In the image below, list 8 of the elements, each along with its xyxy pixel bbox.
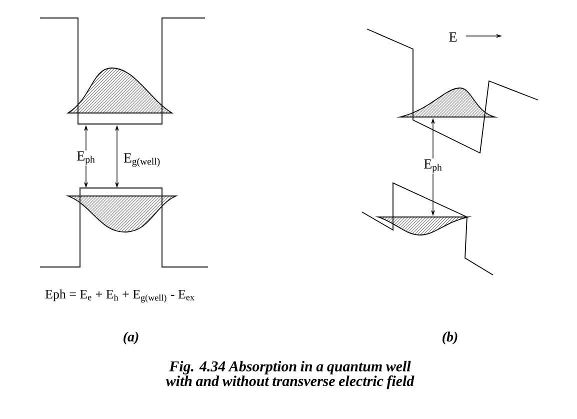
energy-label: E$_{g(well)}$ xyxy=(124,153,160,167)
energy-label: E$_{ph}$ xyxy=(422,158,444,174)
panel-label: (a) xyxy=(124,332,138,344)
formula: Eph = E$_{e}$ + E$_{h}$ + E$_{g(well)}$ - E$_{ex}$ xyxy=(45,289,194,303)
panel-label: (b) xyxy=(442,332,458,344)
energy-label: E$_{ph}$ xyxy=(76,150,96,166)
field-label: E xyxy=(449,32,457,42)
figure-caption: Fig. 4.34 Absorption in a quantum well with and without transverse electric field xyxy=(166,360,414,390)
